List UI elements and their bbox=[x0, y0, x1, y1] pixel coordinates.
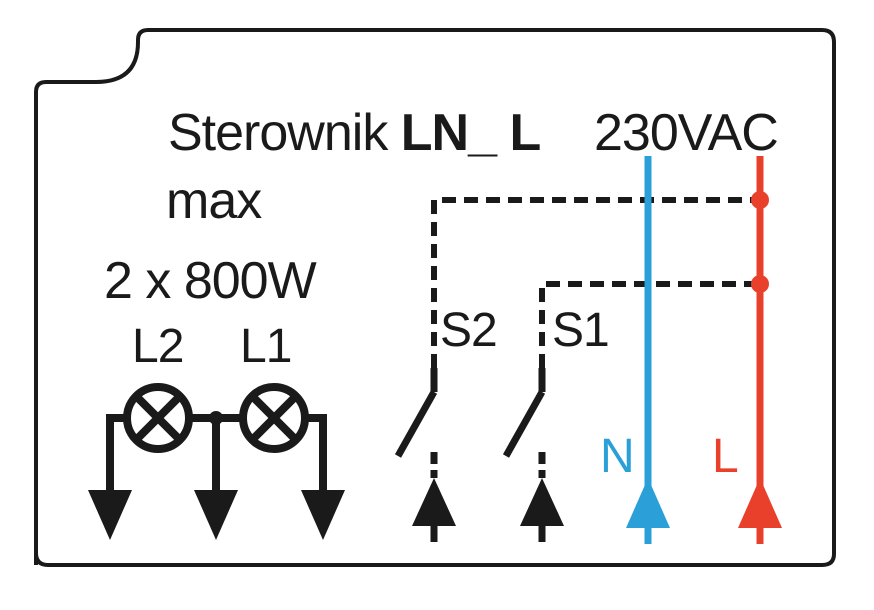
arrow-up-icon-live bbox=[738, 478, 782, 528]
neutral-label: N bbox=[600, 430, 635, 483]
arrow-down-icon-right bbox=[301, 490, 345, 540]
lamp-l1-label: L1 bbox=[240, 320, 291, 373]
title-text: Sterownik LN_ L bbox=[168, 104, 540, 162]
diagram-frame bbox=[34, 28, 836, 567]
title-model: LN_ L bbox=[401, 104, 541, 162]
lamp-l2-icon bbox=[123, 383, 193, 453]
live-label: L bbox=[712, 430, 739, 483]
lamp-junction-dot bbox=[209, 411, 223, 425]
switch-s1-label: S1 bbox=[552, 304, 609, 357]
arrow-up-icon-neutral bbox=[626, 478, 670, 528]
voltage-label: 230VAC bbox=[594, 104, 778, 162]
lamp-l1-icon bbox=[239, 383, 309, 453]
lamp-l2-label: L2 bbox=[132, 320, 183, 373]
switch-s2-label: S2 bbox=[440, 304, 497, 357]
arrow-up-icon-s2 bbox=[412, 478, 456, 526]
live-junction-s1 bbox=[751, 275, 769, 293]
spec-power: 2 x 800W bbox=[104, 252, 317, 310]
arrow-down-icon-center bbox=[194, 490, 238, 540]
arrow-down-icon-left bbox=[88, 490, 132, 540]
arrow-up-icon-s1 bbox=[520, 478, 564, 526]
spec-max: max bbox=[166, 172, 262, 230]
switch-s1-dashed-line bbox=[539, 281, 760, 368]
live-junction-s2 bbox=[751, 191, 769, 209]
title-prefix: Sterownik bbox=[168, 104, 401, 162]
